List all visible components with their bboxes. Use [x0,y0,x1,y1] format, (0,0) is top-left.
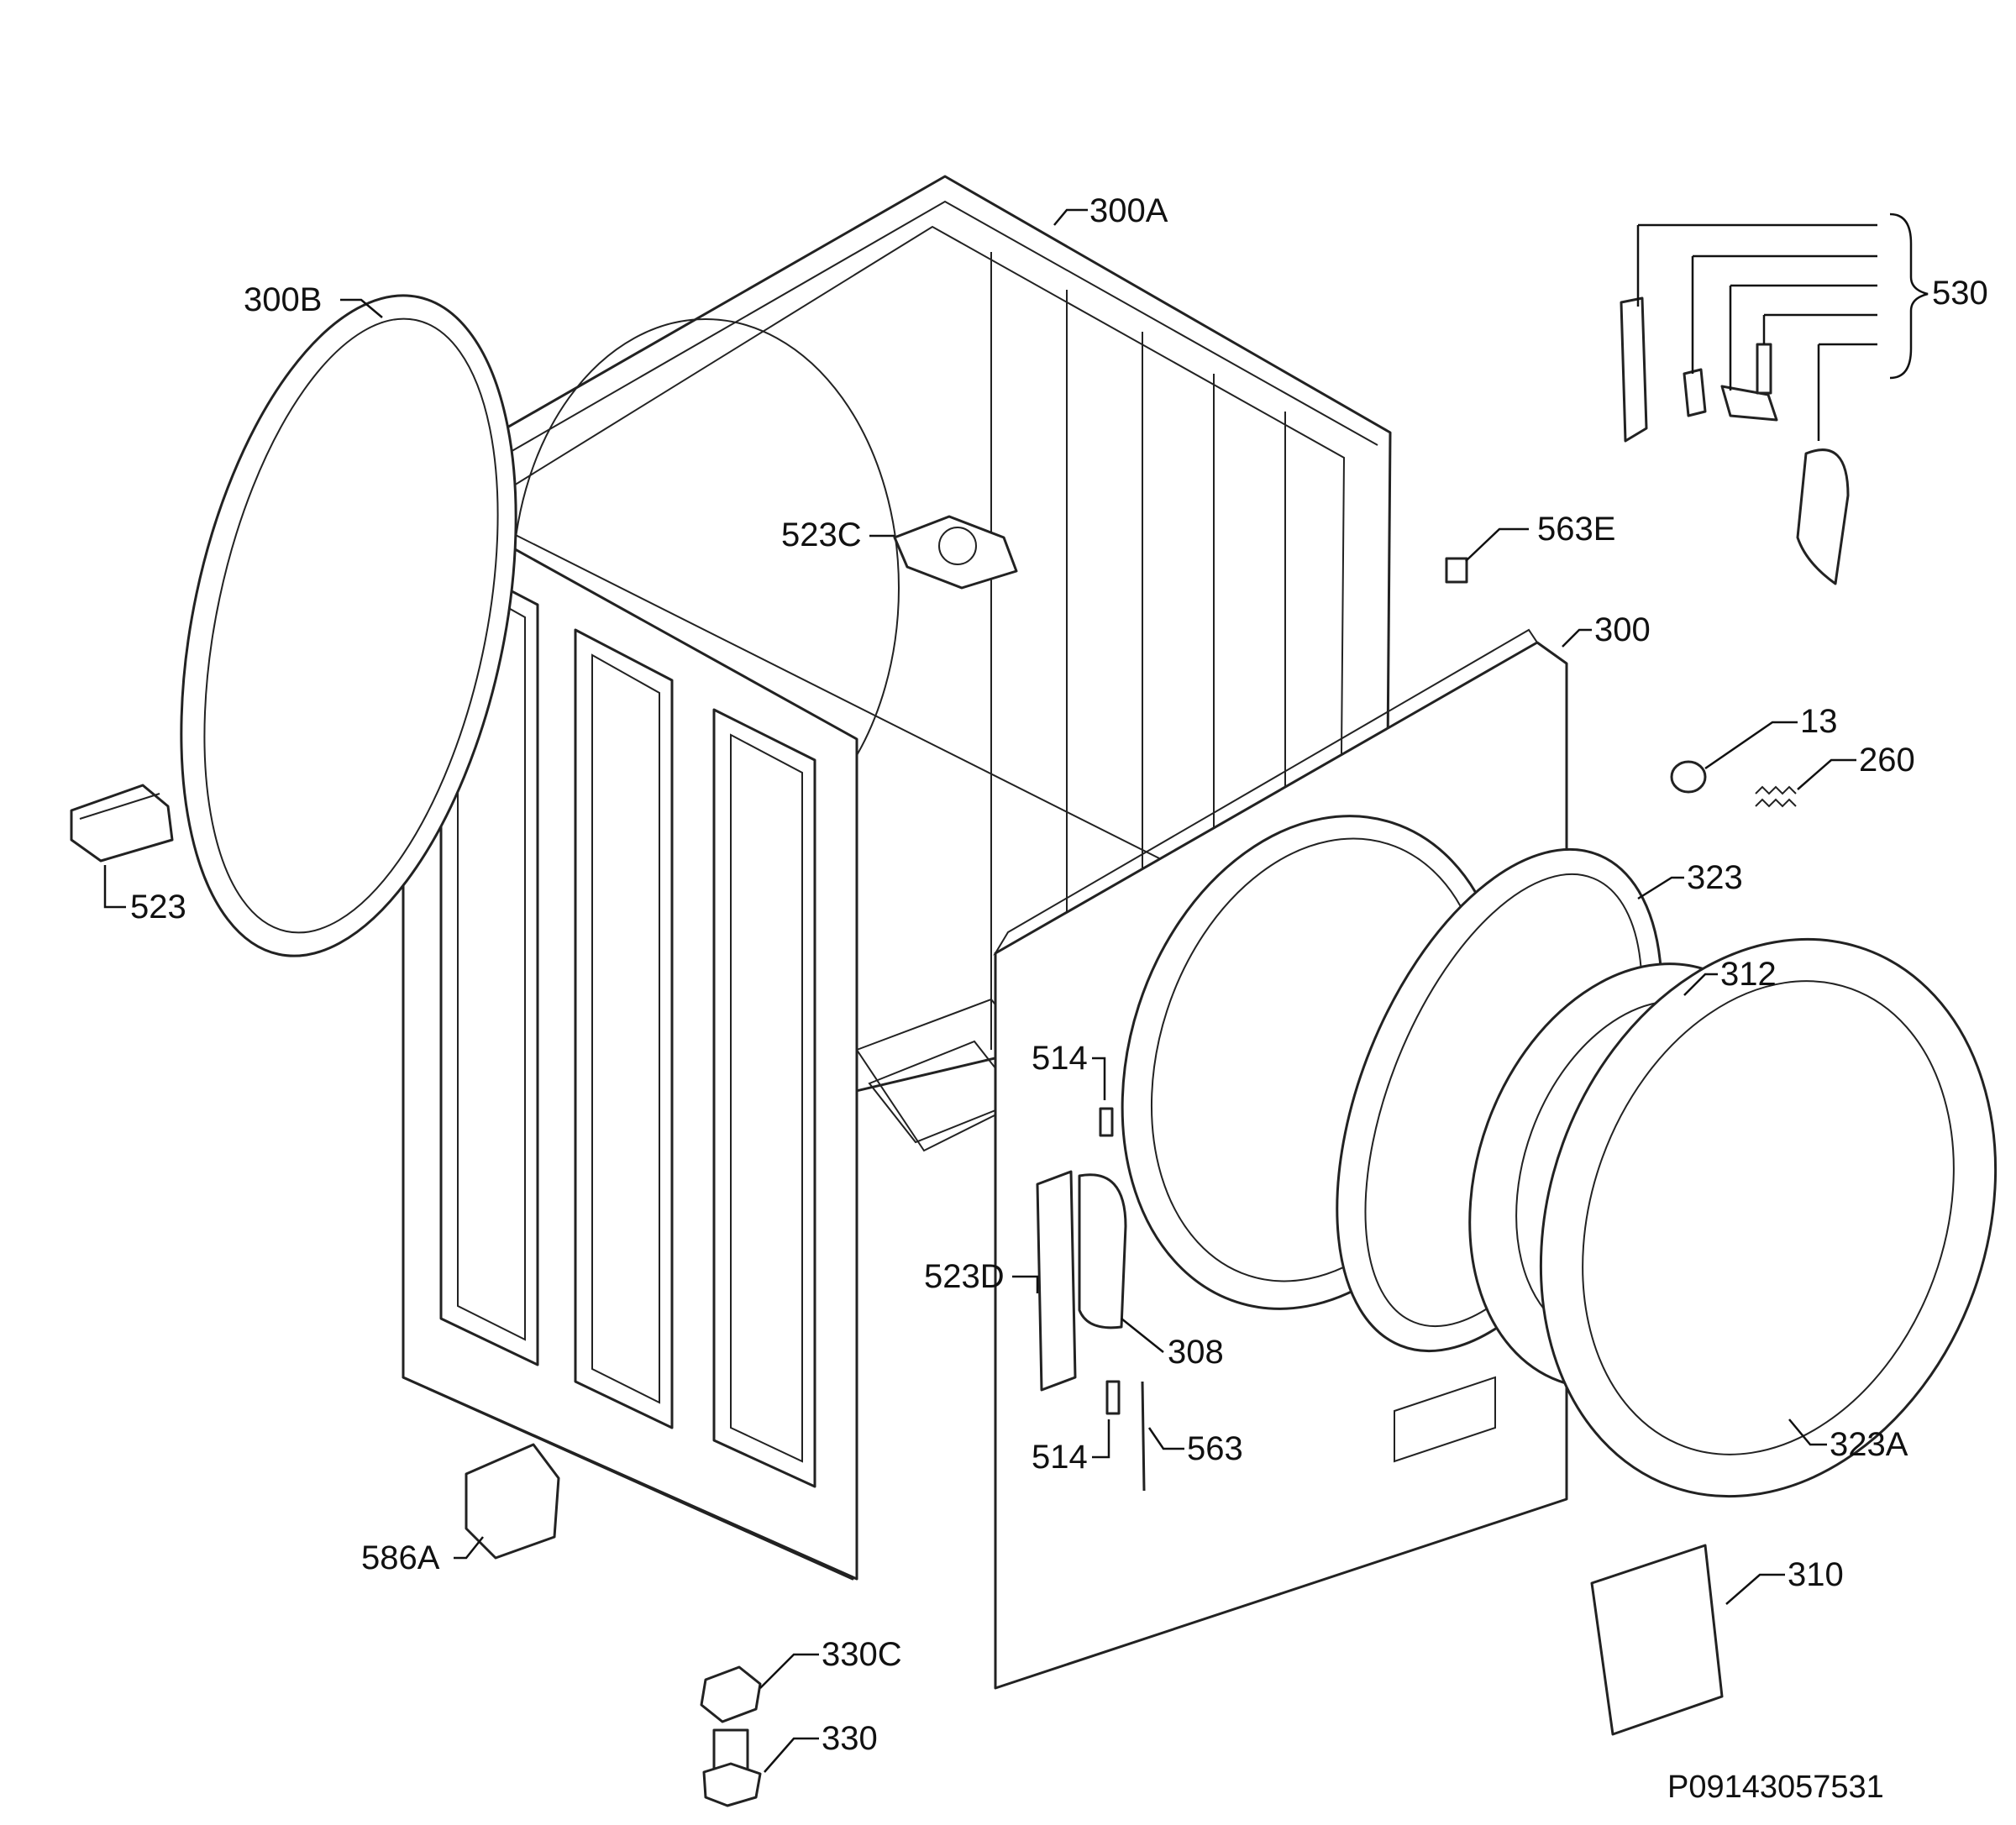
drawing-number: P09143057531 [1667,1770,1884,1805]
cover-310 [1590,1544,1724,1736]
callout-300A: 300A [1089,192,1168,229]
callout-523C: 523C [781,517,862,553]
callout-300: 300 [1594,611,1651,648]
leader-lines [103,208,1929,1773]
callout-323A: 323A [1830,1426,1908,1463]
filter-housing-523 [70,784,174,863]
hinge-plate-523D [1036,1170,1077,1392]
callout-310: 310 [1788,1556,1844,1593]
callout-563: 563 [1187,1430,1243,1467]
screw-514-top [1099,1107,1114,1137]
callout-300B: 300B [244,281,322,318]
bushing-13 [1670,760,1707,794]
callout-586A: 586A [361,1539,440,1576]
foot-330 [702,1728,762,1807]
callout-323: 323 [1687,859,1743,896]
hinge-kit [1620,296,1850,585]
screw-514-bottom [1105,1380,1121,1415]
callout-330: 330 [822,1720,878,1757]
callout-330C: 330C [822,1636,902,1673]
callout-514-bottom: 514 [1032,1439,1088,1476]
callout-514-top: 514 [1032,1040,1088,1077]
lock-308 [1078,1173,1127,1329]
door-outer-frame [1539,937,1998,1498]
door-seal-ring [180,294,517,957]
callout-523D: 523D [924,1258,1005,1295]
callout-labels: 300A 300B 530 523C 563E 300 13 260 523 3… [130,192,1988,1805]
callout-563E: 563E [1537,511,1615,548]
callout-530: 530 [1932,275,1988,312]
callout-308: 308 [1168,1334,1224,1371]
clip-523C [893,515,1018,590]
switch-563E [1445,557,1468,584]
callout-312: 312 [1720,956,1777,993]
spring-260 [1755,785,1797,808]
bracket-586A [465,1443,560,1560]
cabinet-frame [402,175,1392,1581]
rod-563 [1141,1381,1146,1492]
callout-13: 13 [1800,703,1838,740]
callout-523: 523 [130,889,186,926]
callout-260: 260 [1859,742,1915,779]
foot-330C [700,1665,762,1723]
